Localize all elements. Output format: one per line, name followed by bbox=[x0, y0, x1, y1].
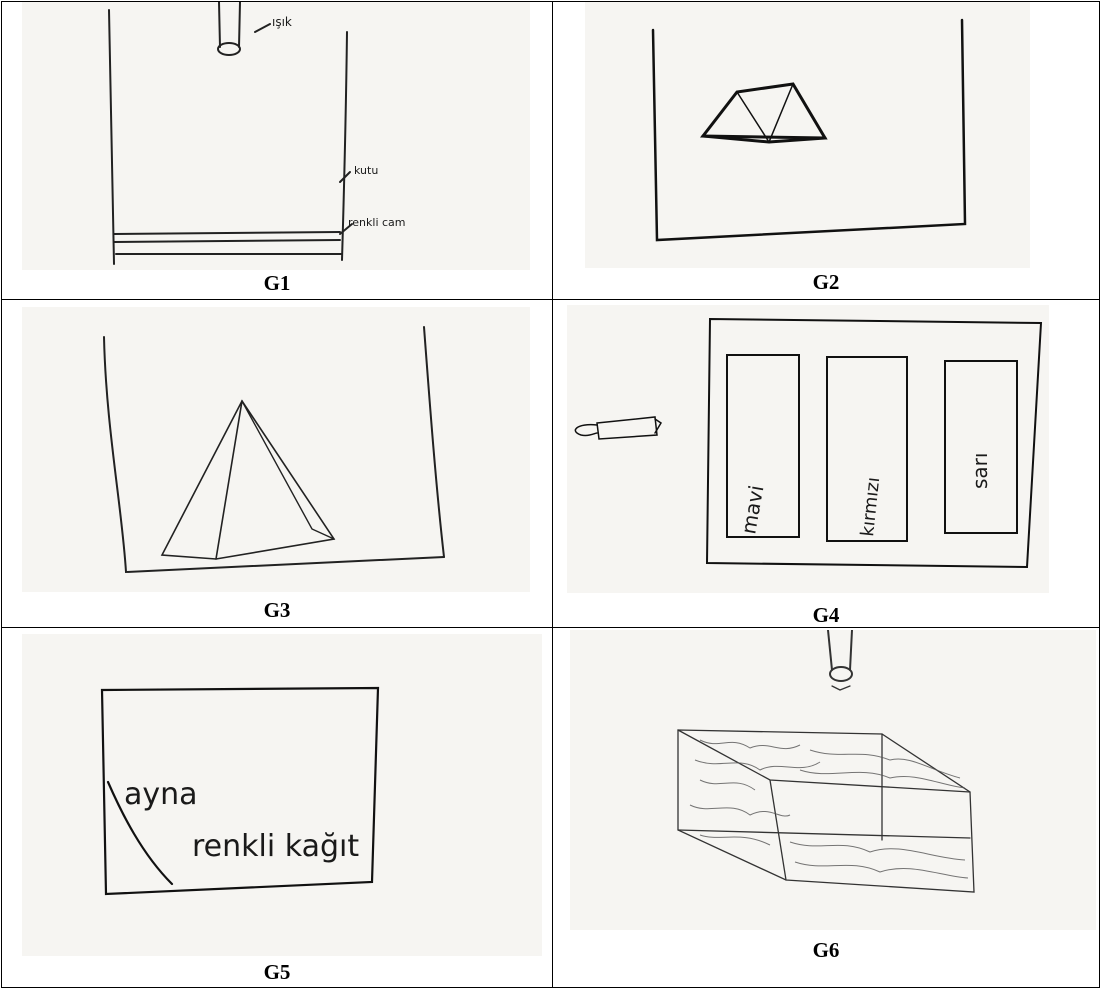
panel-label-g3: G3 bbox=[177, 598, 377, 623]
g4-label-mavi: mavi bbox=[736, 483, 768, 536]
panel-g4-sketch: mavi kırmızı sarı bbox=[567, 305, 1049, 593]
grid-divider-row2 bbox=[1, 627, 1100, 628]
g4-drawing: mavi kırmızı sarı bbox=[567, 305, 1049, 593]
panel-g1-sketch: ışık kutu renkli cam bbox=[22, 2, 530, 270]
panel-g2-sketch bbox=[585, 2, 1030, 268]
panel-g6-sketch bbox=[570, 630, 1096, 930]
panel-label-g6: G6 bbox=[726, 938, 926, 963]
g1-drawing: ışık kutu renkli cam bbox=[22, 2, 530, 270]
panel-label-g1: G1 bbox=[177, 271, 377, 296]
g1-annotation-kutu: kutu bbox=[354, 164, 378, 177]
g4-label-sari: sarı bbox=[968, 453, 992, 489]
g2-drawing bbox=[585, 2, 1030, 268]
g1-annotation-isik: ışık bbox=[272, 15, 292, 29]
panel-label-g5: G5 bbox=[177, 960, 377, 985]
panel-g3-sketch bbox=[22, 307, 530, 592]
g5-annotation-renkli-kagit: renkli kağıt bbox=[192, 829, 359, 864]
grid-divider-row1 bbox=[1, 299, 1100, 300]
g5-drawing: ayna renkli kağıt bbox=[22, 634, 542, 956]
panel-g5-sketch: ayna renkli kağıt bbox=[22, 634, 542, 956]
g1-annotation-renkli-cam: renkli cam bbox=[348, 216, 406, 229]
grid-divider-vertical bbox=[552, 1, 553, 988]
panel-label-g2: G2 bbox=[726, 270, 926, 295]
g4-label-kirmizi: kırmızı bbox=[857, 476, 884, 537]
g6-drawing bbox=[570, 630, 1096, 930]
g5-annotation-ayna: ayna bbox=[124, 777, 198, 812]
g3-drawing bbox=[22, 307, 530, 592]
panel-label-g4: G4 bbox=[726, 603, 926, 628]
